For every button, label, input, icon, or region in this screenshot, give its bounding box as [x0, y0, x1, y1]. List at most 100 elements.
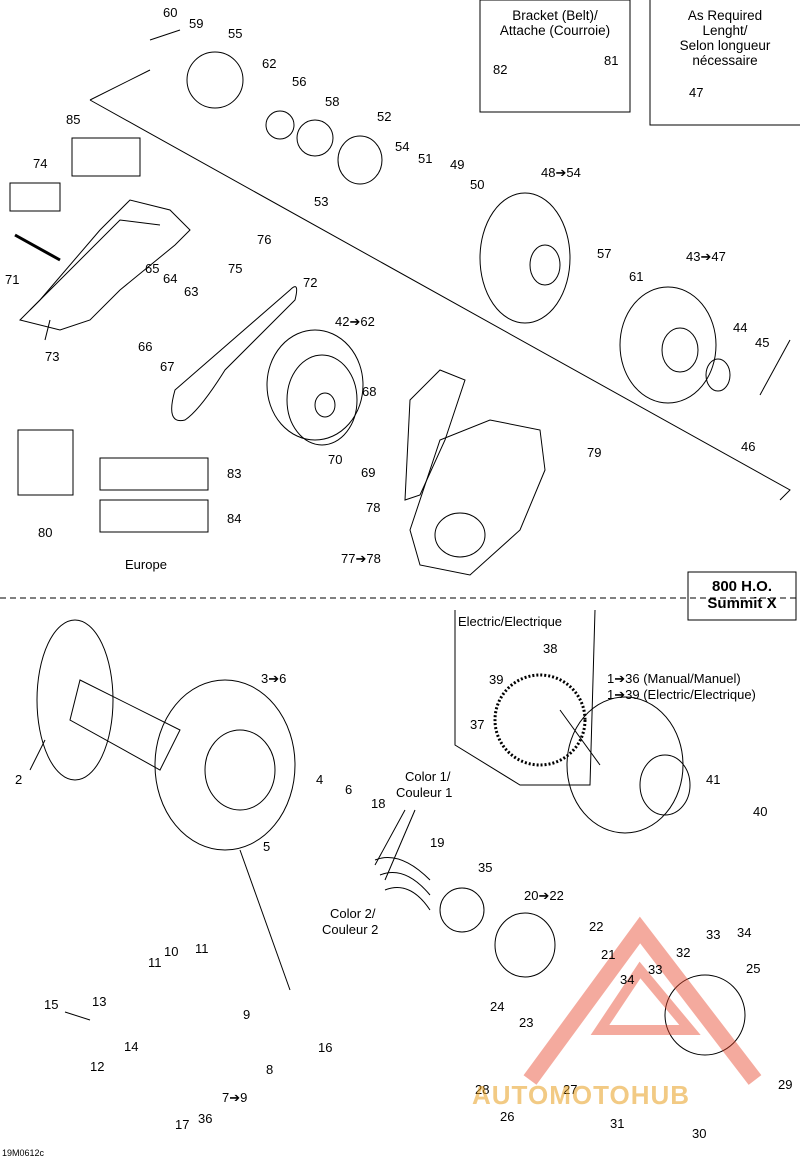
model-line1: 800 H.O. — [711, 578, 773, 595]
callout-16: 16 — [318, 1040, 333, 1055]
callout-24: 24 — [490, 999, 505, 1014]
callout-47: 47 — [689, 85, 704, 100]
callout-15: 15 — [44, 997, 59, 1012]
callout-4: 4 — [316, 772, 324, 787]
callout-81: 81 — [604, 53, 619, 68]
callout-37: 37 — [470, 717, 485, 732]
driven-pulley — [619, 286, 717, 404]
callout-55: 55 — [228, 26, 243, 41]
callout-27: 27 — [563, 1082, 578, 1097]
callout-9: 9 — [243, 1007, 251, 1022]
callout-8: 8 — [266, 1062, 274, 1077]
callout-46: 46 — [741, 439, 756, 454]
pulley-cover — [409, 419, 546, 576]
callout-7-9: 7➔9 — [222, 1090, 248, 1105]
callout-17: 17 — [175, 1117, 190, 1132]
callout-72: 72 — [303, 275, 318, 290]
part-55 — [186, 51, 244, 109]
callout-5: 5 — [263, 839, 271, 854]
callout-28: 28 — [475, 1082, 490, 1097]
callout-62: 62 — [262, 56, 277, 71]
belt-guard — [19, 199, 191, 331]
callout-20-22: 20➔22 — [524, 888, 564, 903]
callout-71: 71 — [5, 272, 20, 287]
callout-33a: 33 — [706, 927, 721, 942]
callout-34b: 34 — [620, 972, 635, 987]
callout-80: 80 — [38, 525, 53, 540]
callout-63: 63 — [184, 284, 199, 299]
callout-50: 50 — [470, 177, 485, 192]
callout-14: 14 — [124, 1039, 139, 1054]
callout-84: 84 — [227, 511, 242, 526]
callout-65: 65 — [145, 261, 160, 276]
callout-61: 61 — [629, 269, 644, 284]
watermark-text: AUTOMOTOHUB — [472, 1080, 691, 1110]
spring-19 — [374, 857, 431, 911]
callout-52: 52 — [377, 109, 392, 124]
callout-18: 18 — [371, 796, 386, 811]
label-decal-84 — [99, 499, 209, 533]
callout-36: 36 — [198, 1111, 213, 1126]
model-line2: Summit X — [707, 595, 777, 612]
callout-48-54: 48➔54 — [541, 165, 581, 180]
label-decal-74 — [9, 182, 61, 212]
frame-line — [89, 99, 791, 501]
diagram-reference: 19M0612c — [2, 1148, 45, 1158]
callout-39: 39 — [489, 672, 504, 687]
callout-34a: 34 — [737, 925, 752, 940]
callout-67: 67 — [160, 359, 175, 374]
callout-6: 6 — [345, 782, 353, 797]
callout-23: 23 — [519, 1015, 534, 1030]
callout-29: 29 — [778, 1077, 793, 1092]
color1-caption-a: Color 1/ — [405, 769, 451, 784]
callout-40: 40 — [753, 804, 768, 819]
callout-77-78: 77➔78 — [341, 551, 381, 566]
callout-26: 26 — [500, 1109, 515, 1124]
callout-2: 2 — [15, 772, 23, 787]
drive-belt — [171, 286, 298, 422]
callout-30: 30 — [692, 1126, 707, 1141]
callout-57: 57 — [597, 246, 612, 261]
as-required-line4: nécessaire — [692, 53, 758, 68]
europe-caption: Europe — [125, 557, 167, 572]
callout-41: 41 — [706, 772, 721, 787]
callout-33b: 33 — [648, 962, 663, 977]
callout-38: 38 — [543, 641, 558, 656]
callout-83: 83 — [227, 466, 242, 481]
callout-73: 73 — [45, 349, 60, 364]
label-decal-80 — [17, 429, 74, 496]
bracket-box-frame — [479, 0, 631, 113]
label-decal-83 — [99, 457, 209, 491]
callout-25: 25 — [746, 961, 761, 976]
color2-caption-b: Couleur 2 — [322, 922, 379, 937]
callout-60: 60 — [163, 5, 178, 20]
range-electric-caption: 1➔39 (Electric/Electrique) — [607, 687, 756, 702]
callout-11a: 11 — [148, 955, 162, 970]
driven-sheave — [479, 192, 571, 324]
callout-64: 64 — [163, 271, 178, 286]
callout-69: 69 — [361, 465, 376, 480]
color1-caption-b: Couleur 1 — [396, 785, 453, 800]
watermark-triangle — [523, 916, 762, 1085]
callout-54: 54 — [395, 139, 410, 154]
sleeve-35 — [439, 887, 485, 933]
callout-58: 58 — [325, 94, 340, 109]
callout-3-6: 3➔6 — [261, 671, 287, 686]
callout-76: 76 — [257, 232, 272, 247]
callout-21: 21 — [601, 947, 616, 962]
callout-66: 66 — [138, 339, 153, 354]
callout-44: 44 — [733, 320, 748, 335]
callout-68: 68 — [362, 384, 377, 399]
callout-19: 19 — [430, 835, 445, 850]
callout-85: 85 — [66, 112, 81, 127]
as-required-line1: As Required — [687, 8, 763, 23]
electric-caption: Electric/Electrique — [458, 614, 563, 629]
spider-assembly — [494, 912, 556, 978]
callout-12: 12 — [90, 1059, 105, 1074]
movable-sheave — [154, 679, 296, 851]
drive-pulley — [266, 329, 364, 441]
callout-22: 22 — [589, 919, 604, 934]
governor-cup — [664, 974, 746, 1056]
